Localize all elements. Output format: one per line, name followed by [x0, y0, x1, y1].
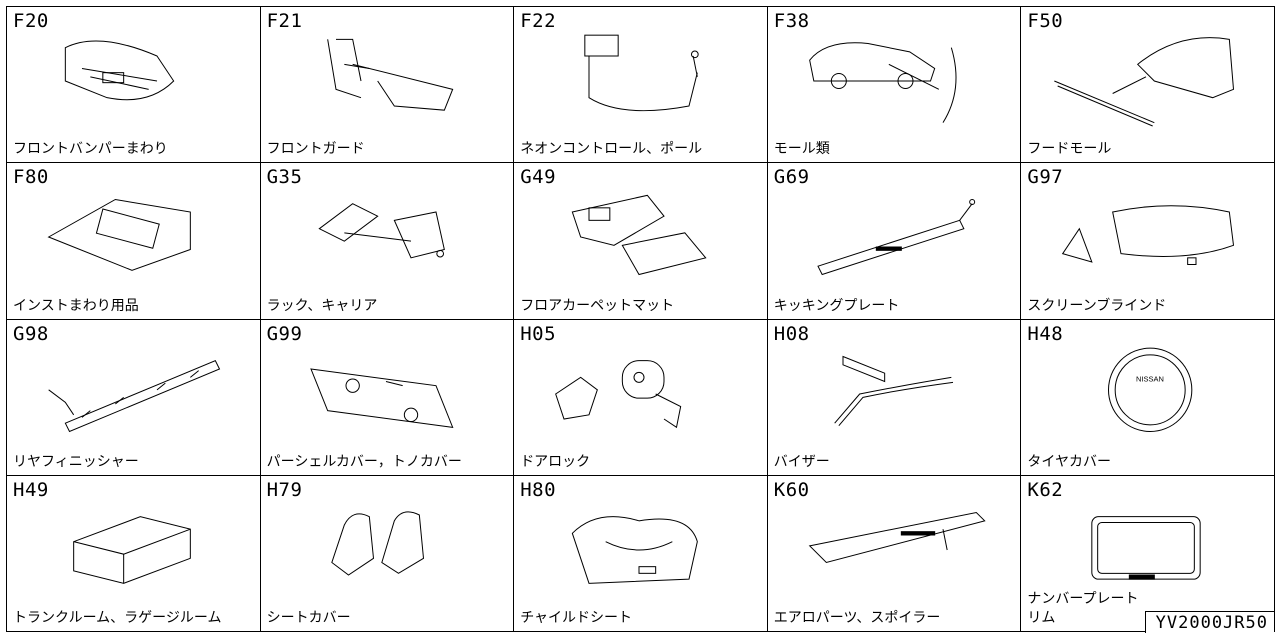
- cell-code: F22: [520, 10, 557, 32]
- cell-code: H79: [266, 478, 303, 501]
- catalog-cell-h49[interactable]: H49 トランクルーム、ラゲージルーム: [7, 475, 261, 632]
- cell-label: モール類: [773, 141, 830, 158]
- catalog-cell-g99[interactable]: G99 パーシェルカバー，トノカバー: [260, 319, 515, 476]
- cell-code: H08: [773, 322, 810, 345]
- front-guard-icon: [281, 31, 491, 131]
- cell-code: F50: [1027, 10, 1064, 32]
- cell-label: フードモール: [1027, 141, 1112, 158]
- cell-label: パーシェルカバー，トノカバー: [266, 453, 462, 470]
- cell-label: フロントバンパーまわり: [13, 141, 168, 158]
- cell-label: トランクルーム、ラゲージルーム: [13, 610, 222, 626]
- catalog-cell-h80[interactable]: H80 チャイルドシート: [514, 475, 768, 632]
- cell-code: G69: [773, 166, 810, 189]
- front-bumper-icon: [27, 31, 237, 131]
- instrument-accessory-icon: [27, 187, 237, 287]
- catalog-cell-g69[interactable]: G69 キッキングプレート: [767, 163, 1022, 320]
- rack-carrier-icon: [281, 187, 491, 287]
- catalog-cell-f21[interactable]: F21 フロントガード: [260, 7, 515, 164]
- molding-icon: [788, 31, 998, 131]
- catalog-cell-h08[interactable]: H08 バイザー: [767, 319, 1022, 476]
- trunk-room-icon: [27, 500, 237, 600]
- cell-label: フロアカーペットマット: [520, 297, 675, 314]
- cell-code: K60: [773, 478, 810, 501]
- catalog-cell-k62[interactable]: K62 ナンバープレート リム: [1021, 475, 1275, 632]
- catalog-cell-g49[interactable]: G49 フロアカーペットマット: [514, 163, 768, 320]
- cell-label: エアロパーツ、スポイラー: [773, 610, 941, 626]
- cell-label: スクリーンブラインド: [1027, 297, 1167, 314]
- cell-label: バイザー: [773, 453, 830, 470]
- cell-code: G35: [266, 166, 303, 189]
- cell-code: H05: [520, 322, 557, 345]
- visor-icon: [788, 344, 998, 444]
- cell-code: F38: [773, 10, 810, 32]
- cell-code: G49: [520, 166, 557, 189]
- aero-spoiler-icon: [788, 500, 998, 600]
- number-plate-rim-icon: [1041, 500, 1251, 600]
- cell-code: G99: [266, 322, 303, 345]
- kicking-plate-icon: [788, 187, 998, 287]
- catalog-cell-g97[interactable]: G97 スクリーンブラインド: [1021, 163, 1275, 320]
- cell-label: キッキングプレート: [773, 297, 900, 314]
- tire-cover-icon: NISSAN: [1041, 344, 1251, 444]
- catalog-code: YV2000JR50: [1144, 611, 1274, 633]
- cell-code: G98: [13, 322, 49, 345]
- cell-label: ラック、キャリア: [266, 297, 378, 314]
- parcel-shelf-cover-icon: [281, 344, 491, 444]
- floor-mat-icon: [534, 187, 744, 287]
- catalog-cell-h05[interactable]: H05 ドアロック: [514, 319, 768, 476]
- rear-finisher-icon: [27, 344, 237, 444]
- catalog-cell-f80[interactable]: F80 インストまわり用品: [7, 163, 261, 320]
- neon-control-pole-icon: [534, 31, 744, 131]
- screen-blind-icon: [1041, 187, 1251, 287]
- cell-code: G97: [1027, 166, 1064, 189]
- cell-label: ドアロック: [520, 453, 591, 470]
- cell-code: F80: [13, 166, 49, 189]
- tire-cover-brand: NISSAN: [1136, 374, 1164, 383]
- hood-molding-icon: [1041, 31, 1251, 131]
- cell-code: F20: [13, 10, 49, 32]
- cell-label: チャイルドシート: [520, 610, 633, 626]
- catalog-cell-f38[interactable]: F38 モール類: [767, 7, 1022, 164]
- cell-code: H49: [13, 478, 49, 501]
- cell-code: H48: [1027, 322, 1064, 345]
- catalog-cell-f50[interactable]: F50 フードモール: [1021, 7, 1275, 164]
- door-lock-icon: [534, 344, 744, 444]
- cell-label: ナンバープレート リム: [1027, 591, 1139, 626]
- cell-code: F21: [266, 10, 303, 32]
- catalog-cell-f20[interactable]: F20 フロントバンパーまわり: [7, 7, 261, 164]
- catalog-grid: F20 フロントバンパーまわり F21 フロントガード F22 ネオンコントロール、ポール…: [6, 6, 1275, 632]
- cell-label: インストまわり用品: [13, 297, 139, 314]
- catalog-cell-k60[interactable]: K60 エアロパーツ、スポイラー: [767, 475, 1022, 632]
- catalog-cell-h79[interactable]: H79 シートカバー: [260, 475, 515, 632]
- cell-label: ネオンコントロール、ポール: [520, 141, 703, 158]
- child-seat-icon: [534, 500, 744, 600]
- cell-label: シートカバー: [266, 610, 351, 626]
- cell-label: フロントガード: [266, 141, 365, 158]
- cell-label: リヤフィニッシャー: [13, 453, 139, 470]
- catalog-cell-g35[interactable]: G35 ラック、キャリア: [260, 163, 515, 320]
- cell-label: タイヤカバー: [1027, 453, 1111, 470]
- catalog-cell-f22[interactable]: F22 ネオンコントロール、ポール: [514, 7, 768, 164]
- cell-code: K62: [1027, 478, 1064, 501]
- catalog-cell-g98[interactable]: G98 リヤフィニッシャー: [7, 319, 261, 476]
- cell-code: H80: [520, 478, 557, 501]
- seat-cover-icon: [281, 500, 491, 600]
